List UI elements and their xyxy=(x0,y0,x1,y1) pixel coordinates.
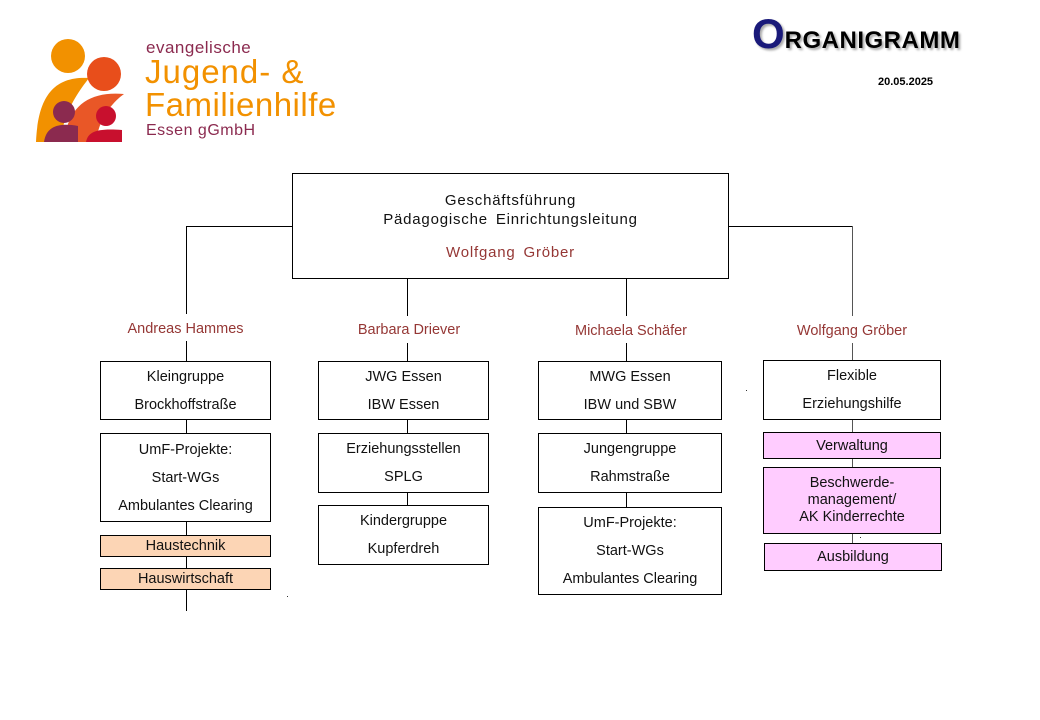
unit-line: Flexible xyxy=(827,368,877,384)
unit-box: Erziehungsstellen SPLG xyxy=(318,433,489,493)
date-label: 20.05.2025 xyxy=(878,76,934,88)
connector xyxy=(186,226,187,314)
connector xyxy=(407,279,408,316)
unit-line: Ausbildung xyxy=(817,549,889,565)
unit-box: Jungengruppe Rahmstraße xyxy=(538,433,722,493)
connector xyxy=(852,226,853,316)
unit-line: MWG Essen xyxy=(589,368,671,385)
unit-box: Flexible Erziehungshilfe xyxy=(763,360,941,420)
unit-line: UmF-Projekte: xyxy=(138,441,233,458)
logo-line-4: Essen gGmbH xyxy=(146,122,256,139)
unit-line: Verwaltung xyxy=(816,437,888,454)
title-rest: RGANIGRAMM xyxy=(784,27,961,54)
unit-line: Erziehungshilfe xyxy=(802,396,902,412)
unit-line: JWG Essen xyxy=(365,368,442,385)
unit-line: Hauswirtschaft xyxy=(137,571,234,587)
connector xyxy=(186,341,187,361)
unit-line: Jungengruppe xyxy=(583,441,677,457)
unit-line: management/ xyxy=(807,492,897,508)
unit-line: Kindergruppe xyxy=(359,513,448,529)
logo-line-3: Familienhilfe xyxy=(145,86,337,123)
unit-line: Brockhoffstraße xyxy=(134,396,237,413)
unit-line: Haustechnik xyxy=(145,538,226,554)
staff-box-beschwerdemanagement: Beschwerde- management/ AK Kinderrechte xyxy=(763,467,941,534)
management-subtitle: Pädagogische Einrichtungsleitung xyxy=(383,211,638,228)
unit-box: JWG Essen IBW Essen xyxy=(318,361,489,420)
unit-line: Start-WGs xyxy=(151,469,220,486)
unit-line: Ambulantes Clearing xyxy=(118,497,253,514)
unit-line: UmF-Projekte: xyxy=(583,515,677,531)
connector xyxy=(852,343,853,360)
unit-line: Erziehungsstellen xyxy=(346,441,461,457)
unit-box: Kindergruppe Kupferdreh xyxy=(318,505,489,565)
unit-box: UmF-Projekte: Start-WGs Ambulantes Clear… xyxy=(100,433,271,522)
management-title: Geschäftsführung xyxy=(444,192,577,209)
unit-box: Kleingruppe Brockhoffstraße xyxy=(100,361,271,420)
connector xyxy=(626,279,627,316)
unit-line: AK Kinderrechte xyxy=(799,509,905,525)
staff-box-verwaltung: Verwaltung xyxy=(763,432,941,459)
stray-dot xyxy=(287,596,288,597)
lead-name-col4: Wolfgang Gröber xyxy=(796,323,908,339)
management-box: Geschäftsführung Pädagogische Einrichtun… xyxy=(292,173,729,279)
unit-line: Rahmstraße xyxy=(590,469,670,485)
lead-name-col2: Barbara Driever xyxy=(357,322,461,338)
connector xyxy=(729,226,853,227)
unit-line: Ambulantes Clearing xyxy=(562,571,698,587)
connector xyxy=(626,343,627,361)
lead-name-col3: Michaela Schäfer xyxy=(574,323,688,339)
support-box-haustechnik: Haustechnik xyxy=(100,535,271,557)
connector xyxy=(186,226,293,227)
unit-line: Kleingruppe xyxy=(146,368,225,385)
stray-dot xyxy=(860,537,861,538)
lead-name-col1: Andreas Hammes xyxy=(127,321,244,337)
unit-box: MWG Essen IBW und SBW xyxy=(538,361,722,420)
family-figures-icon xyxy=(36,39,124,142)
page-title: ORGANIGRAMM xyxy=(752,10,960,58)
staff-box-ausbildung: Ausbildung xyxy=(764,543,942,571)
unit-box: UmF-Projekte: Start-WGs Ambulantes Clear… xyxy=(538,507,722,595)
unit-line: IBW Essen xyxy=(367,396,440,413)
logo-line-1: evangelische xyxy=(146,38,252,57)
unit-line: IBW und SBW xyxy=(583,396,677,413)
unit-line: Beschwerde- xyxy=(809,475,895,491)
unit-line: SPLG xyxy=(384,469,423,485)
management-name: Wolfgang Gröber xyxy=(446,244,575,261)
support-box-hauswirtschaft: Hauswirtschaft xyxy=(100,568,271,590)
unit-line: Start-WGs xyxy=(596,543,664,559)
title-initial: O xyxy=(752,10,785,57)
connector xyxy=(407,343,408,361)
unit-line: Kupferdreh xyxy=(367,541,440,557)
logo-line-2: Jugend- & xyxy=(145,53,305,90)
stray-dot xyxy=(746,390,747,391)
